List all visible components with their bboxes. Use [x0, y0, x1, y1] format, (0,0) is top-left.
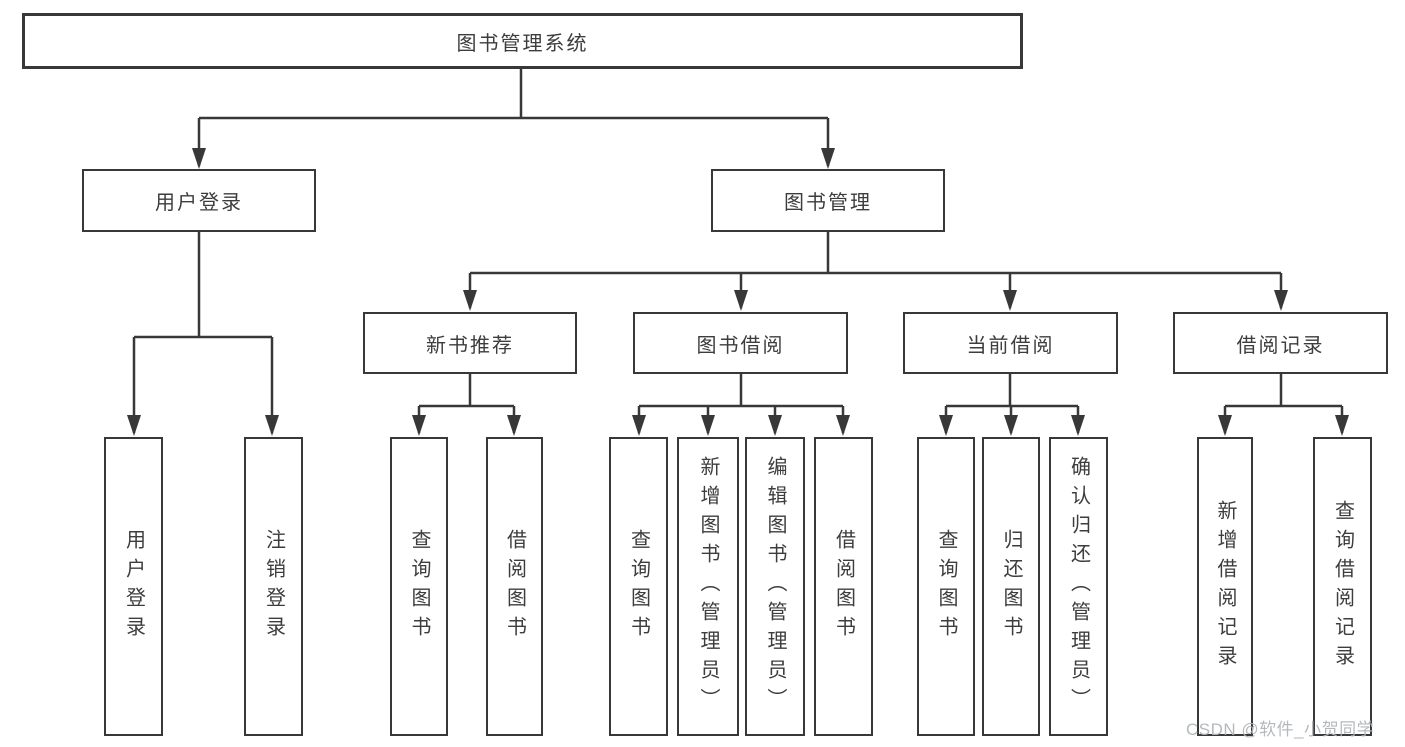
- csdn-watermark: CSDN @软件_小贺同学: [1186, 720, 1375, 739]
- leaf-user-login: 用户登录: [104, 437, 163, 736]
- node-borrowing-records: 借阅记录: [1173, 312, 1388, 374]
- node-current-borrowing: 当前借阅: [903, 312, 1118, 374]
- leaf-query-books-borrowing: 查询图书: [609, 437, 668, 736]
- leaf-logout: 注销登录: [244, 437, 303, 736]
- leaf-borrow-books-recommend: 借阅图书: [486, 437, 543, 736]
- leaf-add-borrow-record: 新增借阅记录: [1197, 437, 1253, 736]
- leaf-add-books-admin: 新增图书（管理员）: [677, 437, 739, 736]
- leaf-confirm-return-admin: 确认归还（管理员）: [1049, 437, 1108, 736]
- node-new-book-recommendation: 新书推荐: [363, 312, 577, 374]
- connector-path: [132, 69, 1344, 433]
- leaf-query-borrow-record: 查询借阅记录: [1313, 437, 1372, 736]
- arrowheads: [127, 148, 1349, 436]
- leaf-query-books-recommend: 查询图书: [390, 437, 448, 736]
- node-library-management-system: 图书管理系统: [22, 13, 1023, 69]
- leaf-query-books-current: 查询图书: [917, 437, 975, 736]
- node-book-management-branch: 图书管理: [711, 169, 945, 232]
- leaf-edit-books-admin: 编辑图书（管理员）: [745, 437, 805, 736]
- node-book-borrowing: 图书借阅: [633, 312, 848, 374]
- leaf-borrow-books-borrowing: 借阅图书: [814, 437, 873, 736]
- leaf-return-books: 归还图书: [982, 437, 1040, 736]
- node-user-login-branch: 用户登录: [82, 169, 316, 232]
